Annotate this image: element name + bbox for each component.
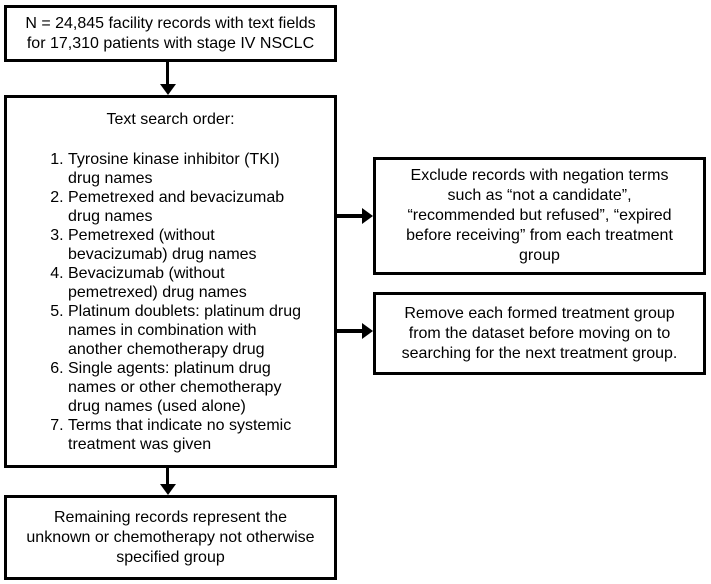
arrow-shaft: [166, 468, 169, 485]
remove-treatment-group-text: Remove each formed treatment group from …: [401, 304, 678, 362]
arrow-shaft: [337, 329, 363, 333]
search-order-list: Tyrosine kinase inhibitor (TKI) drug nam…: [7, 150, 308, 454]
search-order-item-7: Terms that indicate no systemic treatmen…: [68, 416, 308, 454]
search-order-item-6: Single agents: platinum drug names or ot…: [68, 359, 308, 416]
search-order-item-4: Bevacizumab (without pemetrexed) drug na…: [68, 264, 308, 302]
exclude-negation-box: Exclude records with negation terms such…: [373, 157, 706, 275]
arrow-head-down: [160, 484, 176, 495]
arrow-head-right: [362, 323, 373, 339]
search-order-item-2: Pemetrexed and bevacizumab drug names: [68, 188, 308, 226]
arrow-head-right: [362, 208, 373, 224]
remove-treatment-group-box: Remove each formed treatment group from …: [373, 292, 706, 375]
search-order-heading: Text search order:: [106, 111, 235, 128]
arrow-shaft: [166, 62, 169, 85]
exclude-negation-text: Exclude records with negation terms such…: [406, 167, 673, 264]
arrow-head-down: [160, 84, 176, 95]
search-order-item-5: Platinum doublets: platinum drug names i…: [68, 302, 308, 359]
search-order-item-3: Pemetrexed (without bevacizumab) drug na…: [68, 226, 308, 264]
source-records-box: N = 24,845 facility records with text fi…: [4, 5, 337, 62]
arrow-shaft: [337, 214, 363, 218]
remaining-records-text: Remaining records represent the unknown …: [26, 508, 315, 566]
text-search-order-box: Text search order: Tyrosine kinase inhib…: [4, 95, 337, 468]
source-records-text: N = 24,845 facility records with text fi…: [25, 14, 316, 52]
search-order-item-1: Tyrosine kinase inhibitor (TKI) drug nam…: [68, 150, 308, 188]
remaining-records-box: Remaining records represent the unknown …: [4, 495, 337, 580]
